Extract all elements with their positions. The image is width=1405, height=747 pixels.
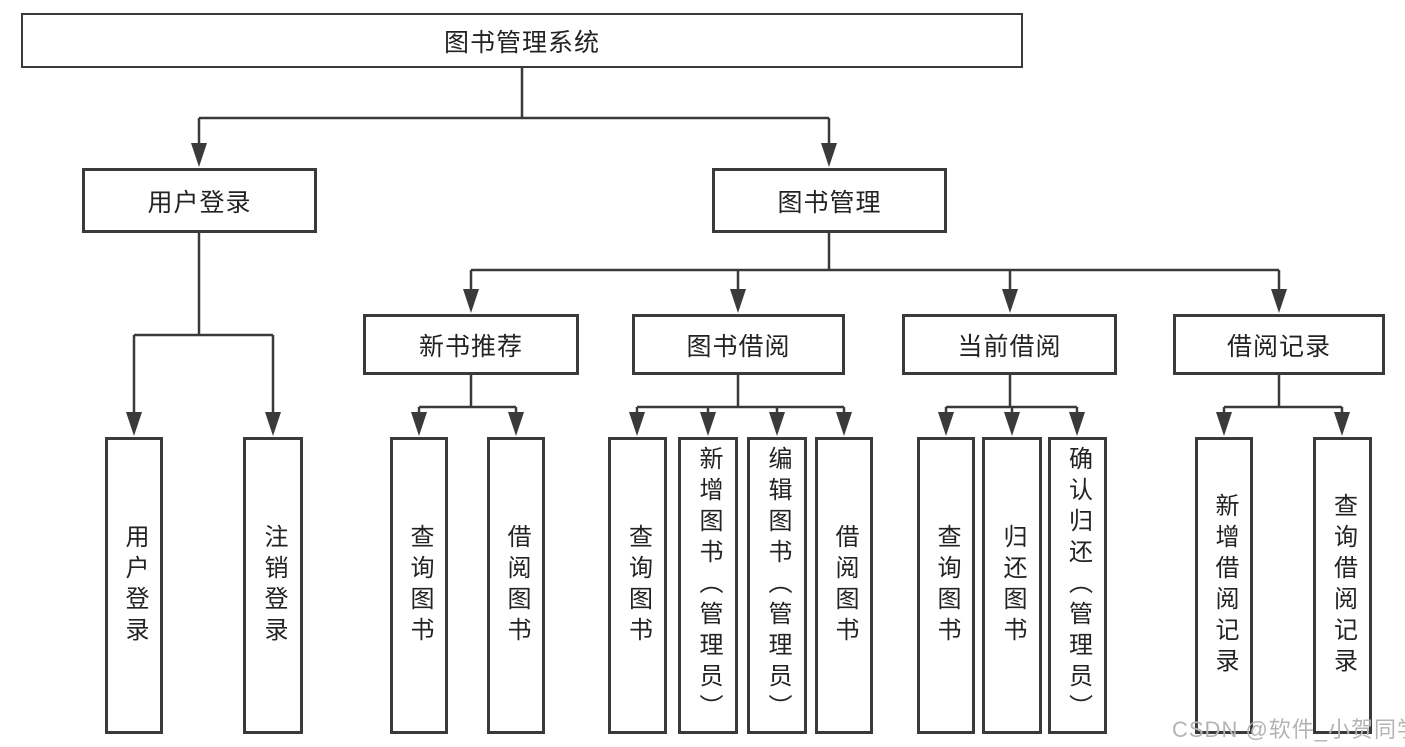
leaf-borrow-edit-admin: 编辑图书（管理员） [747, 437, 807, 734]
leaf-label: 查询图书 [624, 523, 652, 648]
csdn-watermark: CSDN @软件_小贺同学 [1172, 717, 1405, 742]
leaf-label: 确认归还（管理员） [1064, 446, 1092, 725]
leaf-current-query: 查询图书 [917, 437, 975, 734]
leaf-label: 归还图书 [999, 523, 1026, 648]
leaf-user-login: 用户登录 [105, 437, 163, 734]
node-new-book-recommend: 新书推荐 [363, 314, 579, 375]
leaf-records-query: 查询借阅记录 [1313, 437, 1372, 734]
leaf-current-confirm-admin: 确认归还（管理员） [1048, 437, 1107, 734]
leaf-label: 编辑图书（管理员） [764, 446, 791, 725]
leaf-logout: 注销登录 [243, 437, 303, 734]
leaf-newbook-query: 查询图书 [390, 437, 448, 734]
node-book-borrowing: 图书借阅 [632, 314, 845, 375]
node-book-management: 图书管理 [712, 168, 947, 233]
leaf-label: 借阅图书 [831, 523, 858, 648]
leaf-label: 新增图书（管理员） [695, 446, 722, 725]
leaf-label: 查询图书 [406, 523, 433, 648]
leaf-borrow-query: 查询图书 [608, 437, 667, 734]
leaf-current-return: 归还图书 [982, 437, 1042, 734]
node-borrow-records: 借阅记录 [1173, 314, 1385, 375]
leaf-label: 查询图书 [933, 523, 960, 648]
leaf-label: 查询借阅记录 [1329, 492, 1357, 679]
node-user-login: 用户登录 [82, 168, 317, 233]
leaf-borrow-book: 借阅图书 [815, 437, 873, 734]
leaf-newbook-borrow: 借阅图书 [487, 437, 545, 734]
leaf-label: 借阅图书 [503, 523, 530, 648]
leaf-label: 注销登录 [260, 523, 287, 648]
arrowheads [126, 143, 1350, 436]
leaf-borrow-add-admin: 新增图书（管理员） [678, 437, 738, 734]
tree-edges [132, 68, 1344, 414]
leaf-label: 新增借阅记录 [1211, 492, 1238, 679]
node-root-system: 图书管理系统 [21, 13, 1023, 68]
leaf-records-add: 新增借阅记录 [1195, 437, 1253, 734]
leaf-label: 用户登录 [121, 523, 148, 648]
node-current-borrowing: 当前借阅 [902, 314, 1117, 375]
